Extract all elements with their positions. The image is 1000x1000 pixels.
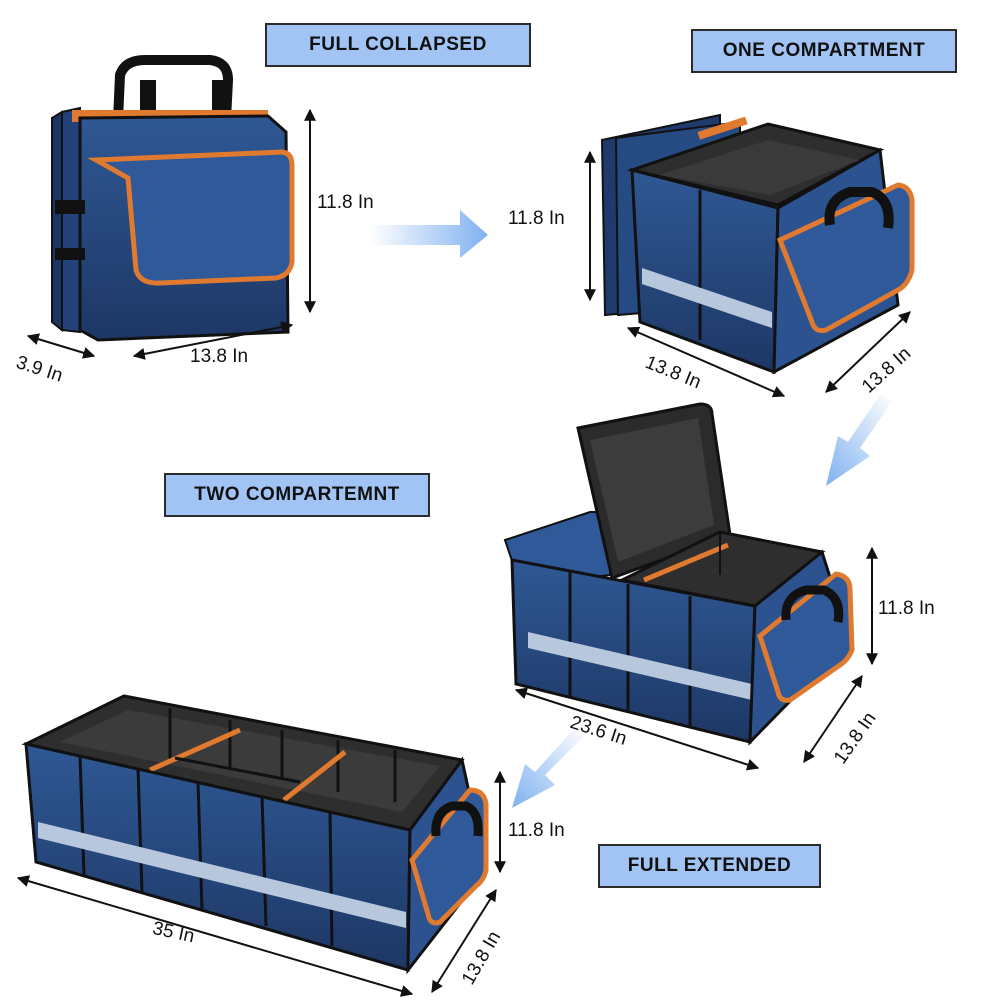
one-compartment-bag: [600, 113, 915, 375]
collapsed-height-label: 11.8 In: [317, 192, 374, 213]
transition-arrow-2: [826, 395, 893, 486]
collapsed-bag: [51, 55, 295, 342]
one-height-label: 11.8 In: [508, 208, 565, 229]
full-extended-label: FULL EXTENDED: [598, 844, 821, 888]
two-compartment-bag: [503, 402, 855, 746]
collapsed-width-label: 13.8 In: [190, 346, 249, 367]
transition-arrow-1: [370, 210, 488, 258]
two-compartment-label: TWO COMPARTEMNT: [164, 473, 430, 517]
one-compartment-label: ONE COMPARTMENT: [691, 29, 957, 73]
collapsed-dimension-lines: [26, 108, 316, 360]
transition-arrow-3: [512, 728, 585, 808]
two-dimension-lines: [514, 546, 878, 771]
one-dimension-lines: [584, 150, 911, 398]
two-height-label: 11.8 In: [878, 598, 935, 619]
full-height-label: 11.8 In: [508, 820, 565, 841]
full-extended-bag: [21, 694, 489, 975]
full-dimension-lines: [16, 770, 506, 997]
full-collapsed-label: FULL COLLAPSED: [265, 23, 531, 67]
